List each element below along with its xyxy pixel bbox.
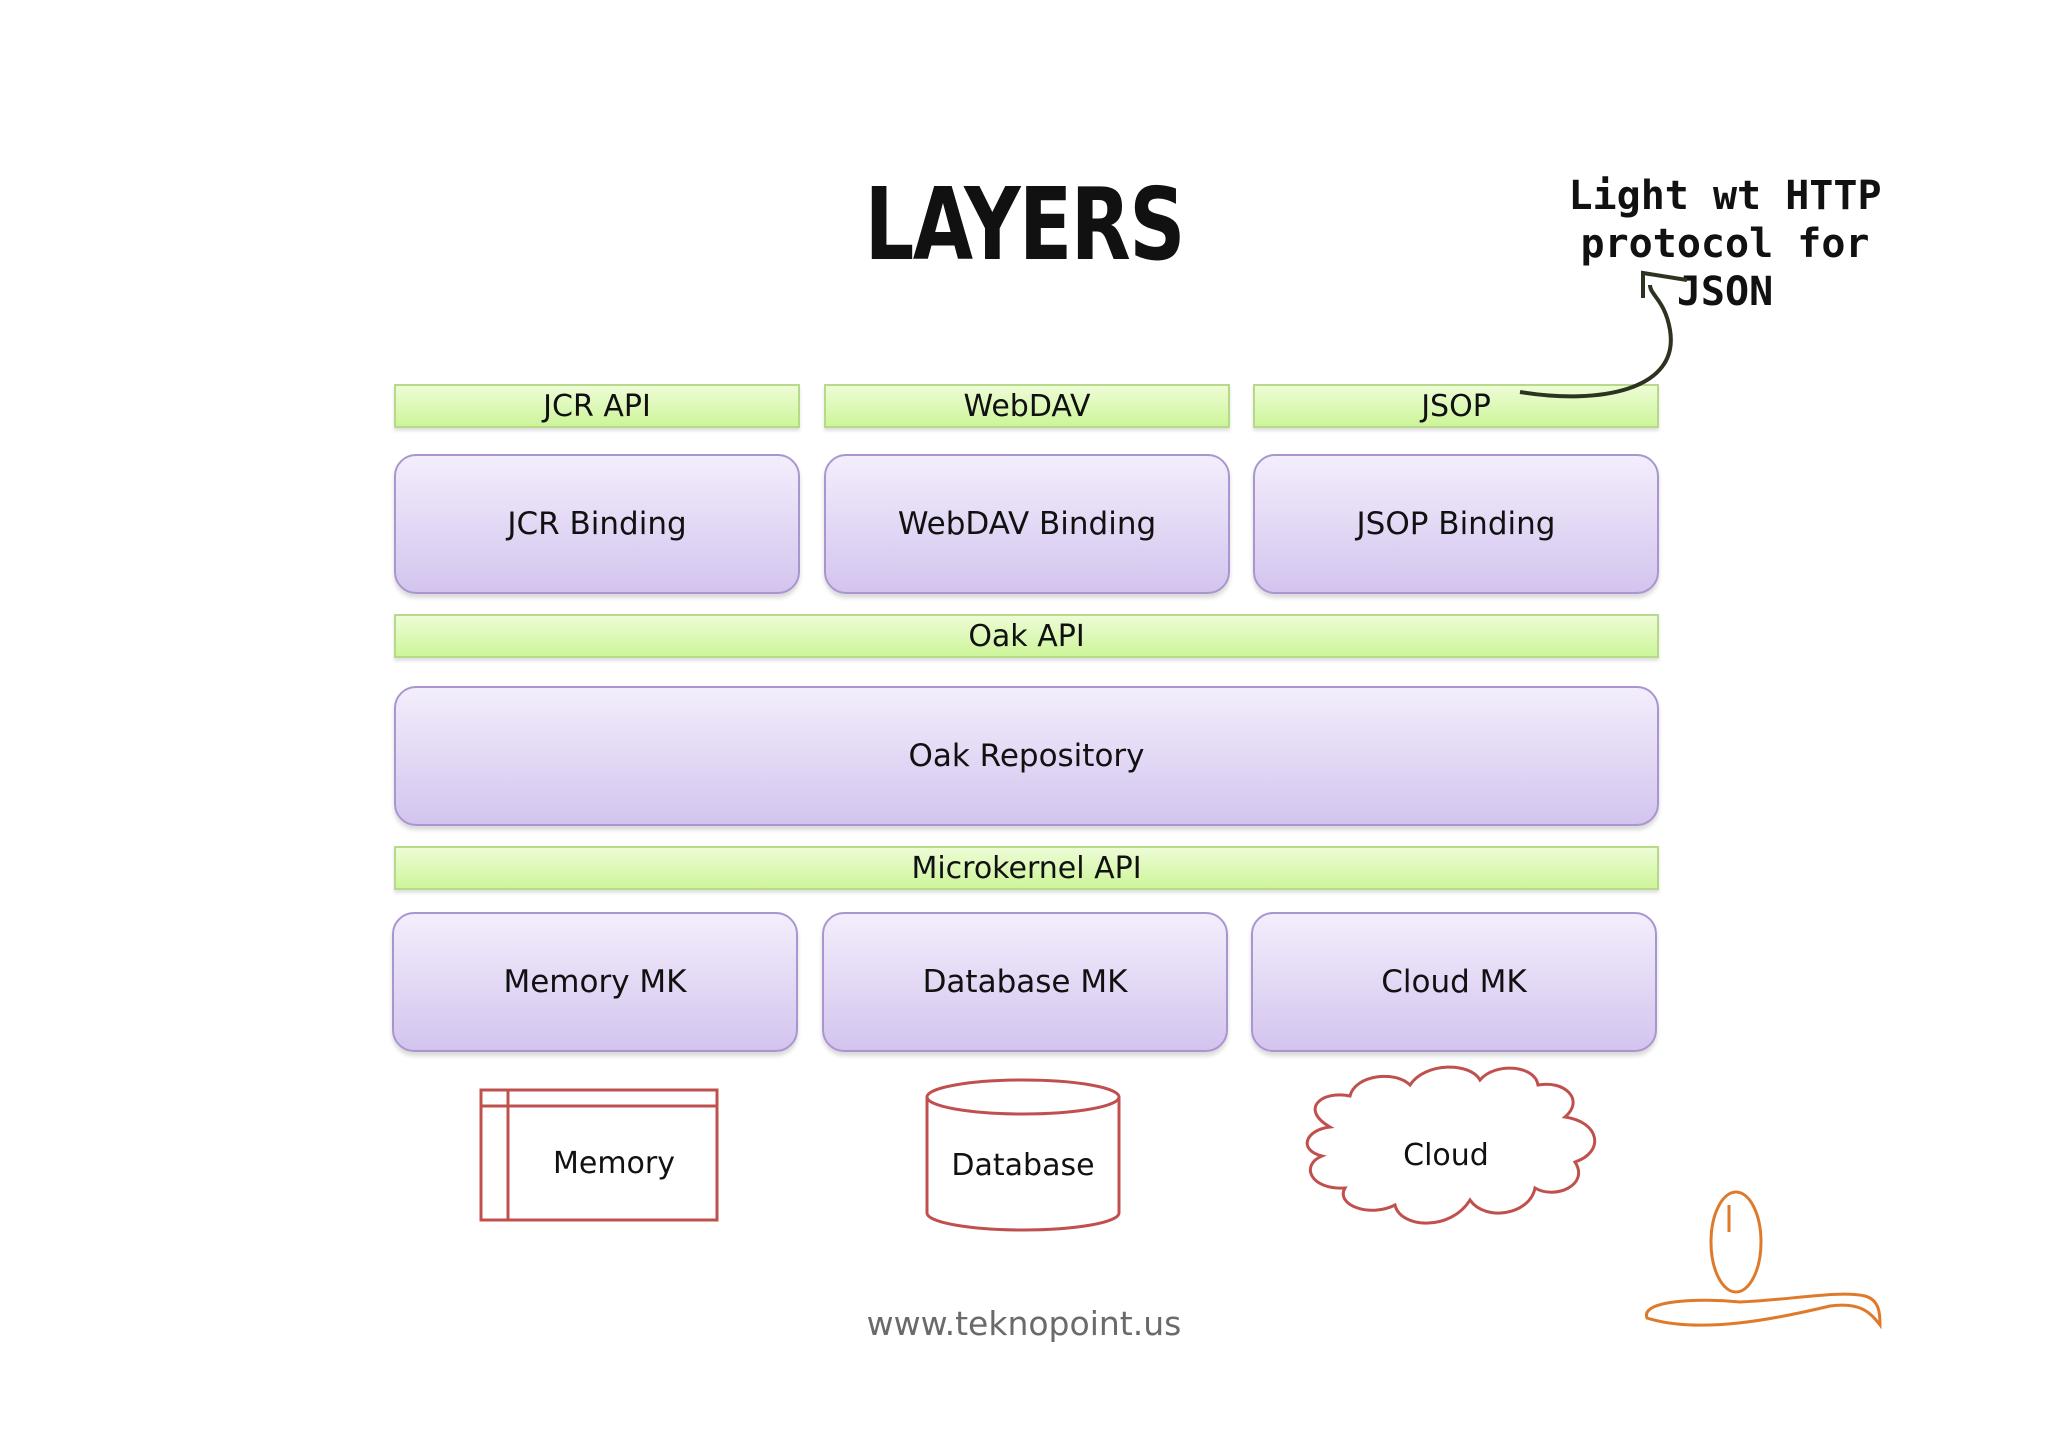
jcr-api-bar: JCR API bbox=[394, 384, 800, 428]
cloud-store-icon bbox=[1305, 1065, 1597, 1225]
annotation-arrow bbox=[1519, 284, 1673, 399]
jsop-annotation: Light wt HTTP protocol for JSON bbox=[1568, 173, 1882, 315]
oak-api-bar: Oak API bbox=[394, 614, 1659, 658]
cloud-store-label: Cloud bbox=[1403, 1138, 1489, 1173]
jsop-binding-box: JSOP Binding bbox=[1253, 454, 1659, 594]
memory-store-icon bbox=[479, 1088, 719, 1222]
memory-mk-box: Memory MK bbox=[392, 912, 798, 1052]
webdav-api-bar: WebDAV bbox=[824, 384, 1230, 428]
jsop-api-bar: JSOP bbox=[1253, 384, 1659, 428]
mouse-logo-icon bbox=[1645, 1190, 1882, 1330]
database-store-label: Database bbox=[951, 1148, 1095, 1183]
page-title: LAYERS bbox=[864, 166, 1186, 283]
annotation-arrowhead bbox=[1641, 270, 1688, 298]
microkernel-api-bar: Microkernel API bbox=[394, 846, 1659, 890]
footer-url: www.teknopoint.us bbox=[866, 1304, 1182, 1343]
jcr-binding-box: JCR Binding bbox=[394, 454, 800, 594]
memory-store-label: Memory bbox=[552, 1146, 675, 1181]
webdav-binding-box: WebDAV Binding bbox=[824, 454, 1230, 594]
cloud-mk-box: Cloud MK bbox=[1251, 912, 1657, 1052]
database-mk-box: Database MK bbox=[822, 912, 1228, 1052]
database-store-icon bbox=[925, 1078, 1121, 1232]
oak-repository-box: Oak Repository bbox=[394, 686, 1659, 826]
